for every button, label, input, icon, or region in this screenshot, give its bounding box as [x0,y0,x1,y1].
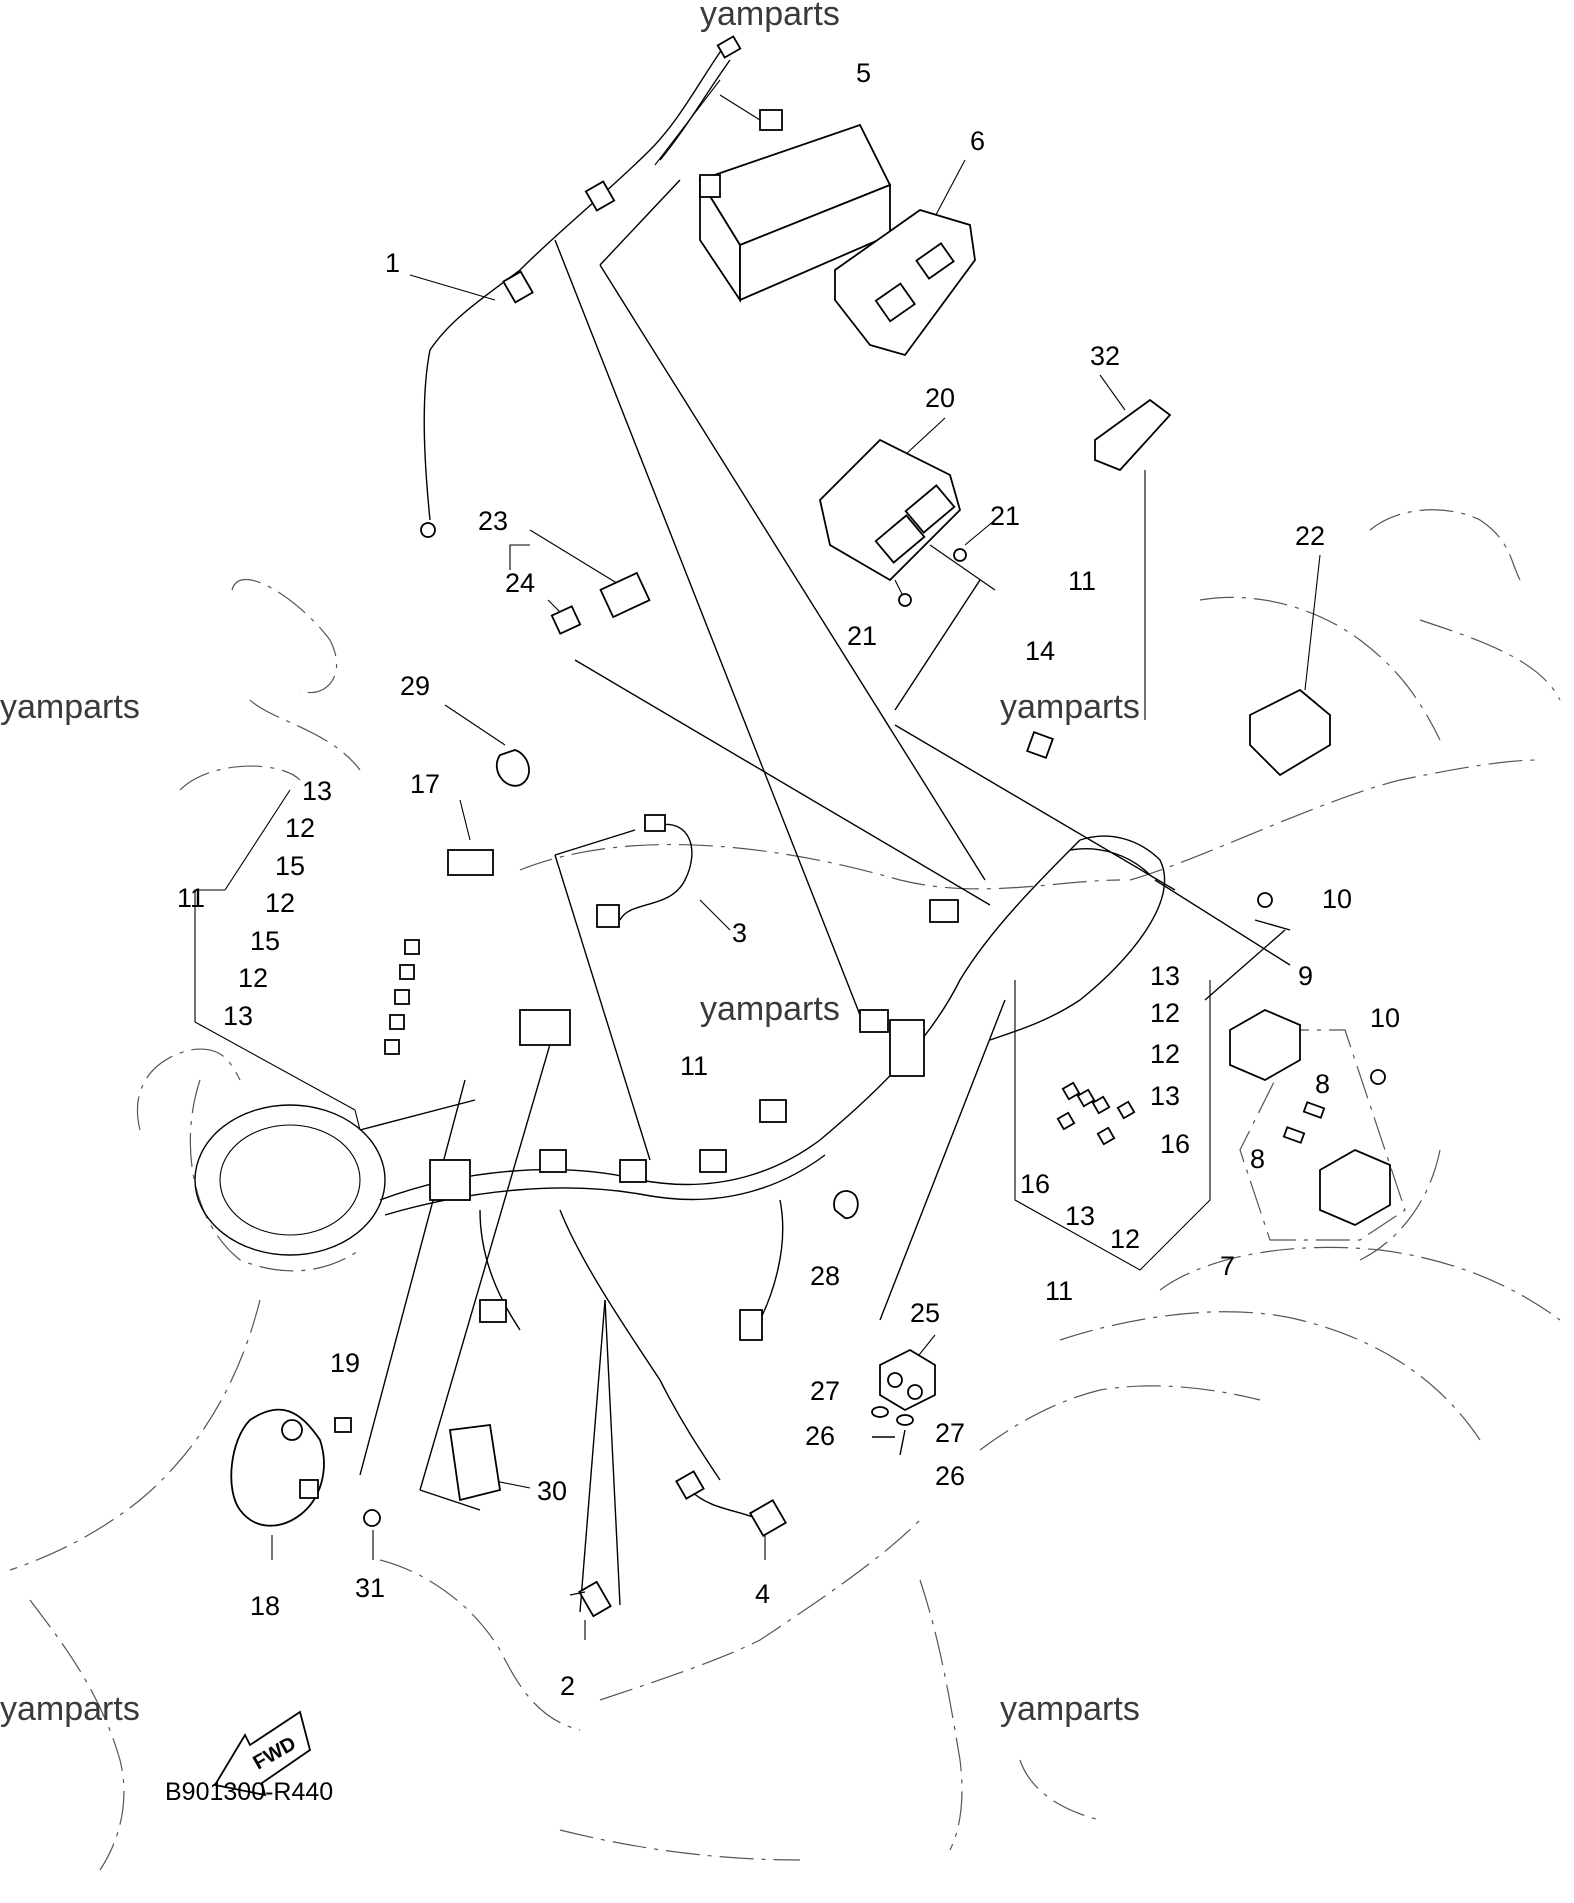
part-17 [447,849,494,876]
watermark: yamparts [700,990,840,1028]
callout-12: 12 [238,963,268,993]
callout-28: 28 [810,1261,840,1291]
relay-22 [1249,688,1331,777]
battery-cover-6 [834,209,976,357]
callout-17: 17 [410,769,440,799]
diagram-code: B901300-R440 [165,1778,333,1806]
callout-3: 3 [732,918,747,948]
callout-11: 11 [177,883,205,913]
watermark: yamparts [0,1690,140,1728]
callout-12: 12 [265,888,295,918]
callout-7: 7 [1220,1251,1235,1281]
wire-harness-11 [379,835,1166,1481]
callout-26: 26 [805,1421,835,1451]
callout-12: 12 [1110,1224,1140,1254]
headlight [194,1104,386,1256]
clamp-29 [495,749,530,787]
callout-9: 9 [1298,961,1313,991]
callout-18: 18 [250,1591,280,1621]
callout-13: 13 [223,1001,253,1031]
callout-8: 8 [1250,1144,1265,1174]
part-32 [1094,398,1172,472]
callout-10: 10 [1322,884,1352,914]
callout-20: 20 [925,383,955,413]
watermarks: yamparts yamparts yamparts yamparts yamp… [0,0,1140,1728]
callout-29: 29 [400,671,430,701]
leader-lines [194,79,1406,1640]
nut-10 [1257,892,1386,1085]
callout-11: 11 [1045,1276,1073,1306]
callout-15: 15 [250,926,280,956]
callout-14: 14 [1025,636,1055,666]
sensor-4 [675,1470,787,1537]
callout-1: 1 [385,248,400,278]
callout-13: 13 [302,776,332,806]
wire-3 [596,814,693,928]
sensor-25 [879,1348,936,1412]
callout-23: 23 [478,506,508,536]
battery-lead-1 [420,35,742,538]
part-31 [363,1509,381,1527]
part-28 [833,1190,859,1219]
callout-4: 4 [755,1579,770,1609]
motorcycle-outline [9,509,1561,1871]
watermark: yamparts [1000,1690,1140,1728]
watermark: yamparts [700,0,840,33]
sensor-2 [569,1580,612,1618]
callout-30: 30 [537,1476,567,1506]
callout-32: 32 [1090,341,1120,371]
callout-11: 11 [1068,566,1096,596]
callout-2: 2 [560,1671,575,1701]
callout-21: 21 [990,501,1020,531]
callout-16: 16 [1160,1129,1190,1159]
watermark: yamparts [1000,688,1140,726]
fuse-holder-23 [550,571,651,635]
callout-21: 21 [847,621,877,651]
callout-13: 13 [1150,961,1180,991]
callout-22: 22 [1295,521,1325,551]
callout-25: 25 [910,1298,940,1328]
bolts-26 [872,1429,906,1456]
callout-5: 5 [856,58,871,88]
part-30 [448,1423,502,1502]
callout-19: 19 [330,1348,360,1378]
callout-12: 12 [1150,998,1180,1028]
callout-8: 8 [1315,1069,1330,1099]
horn-18 [230,1408,325,1527]
starter-relay-7 [1319,1148,1391,1227]
callout-12: 12 [1150,1039,1180,1069]
part-14 [1026,731,1054,759]
callout-26: 26 [935,1461,965,1491]
callout-12: 12 [285,813,315,843]
callout-31: 31 [355,1573,385,1603]
callout-16: 16 [1020,1169,1050,1199]
callout-27: 27 [935,1418,965,1448]
bolt-19 [334,1417,352,1433]
callout-11: 11 [680,1051,708,1081]
relay-9 [1229,1008,1301,1082]
callout-24: 24 [505,568,535,598]
ecu-20 [819,438,967,607]
watermark: yamparts [0,688,140,726]
callout-27: 27 [810,1376,840,1406]
fuse-block-right [1056,1081,1136,1146]
callout-labels: 1 2 3 4 5 6 7 8 8 9 10 10 11 11 11 11 12… [177,58,1400,1701]
callout-6: 6 [970,126,985,156]
callout-13: 13 [1065,1201,1095,1231]
callout-15: 15 [275,851,305,881]
washers-27 [871,1406,914,1426]
fuse-block-left [384,939,420,1055]
callout-10: 10 [1370,1003,1400,1033]
fuse-8 [1282,1101,1326,1144]
callout-13: 13 [1150,1081,1180,1111]
